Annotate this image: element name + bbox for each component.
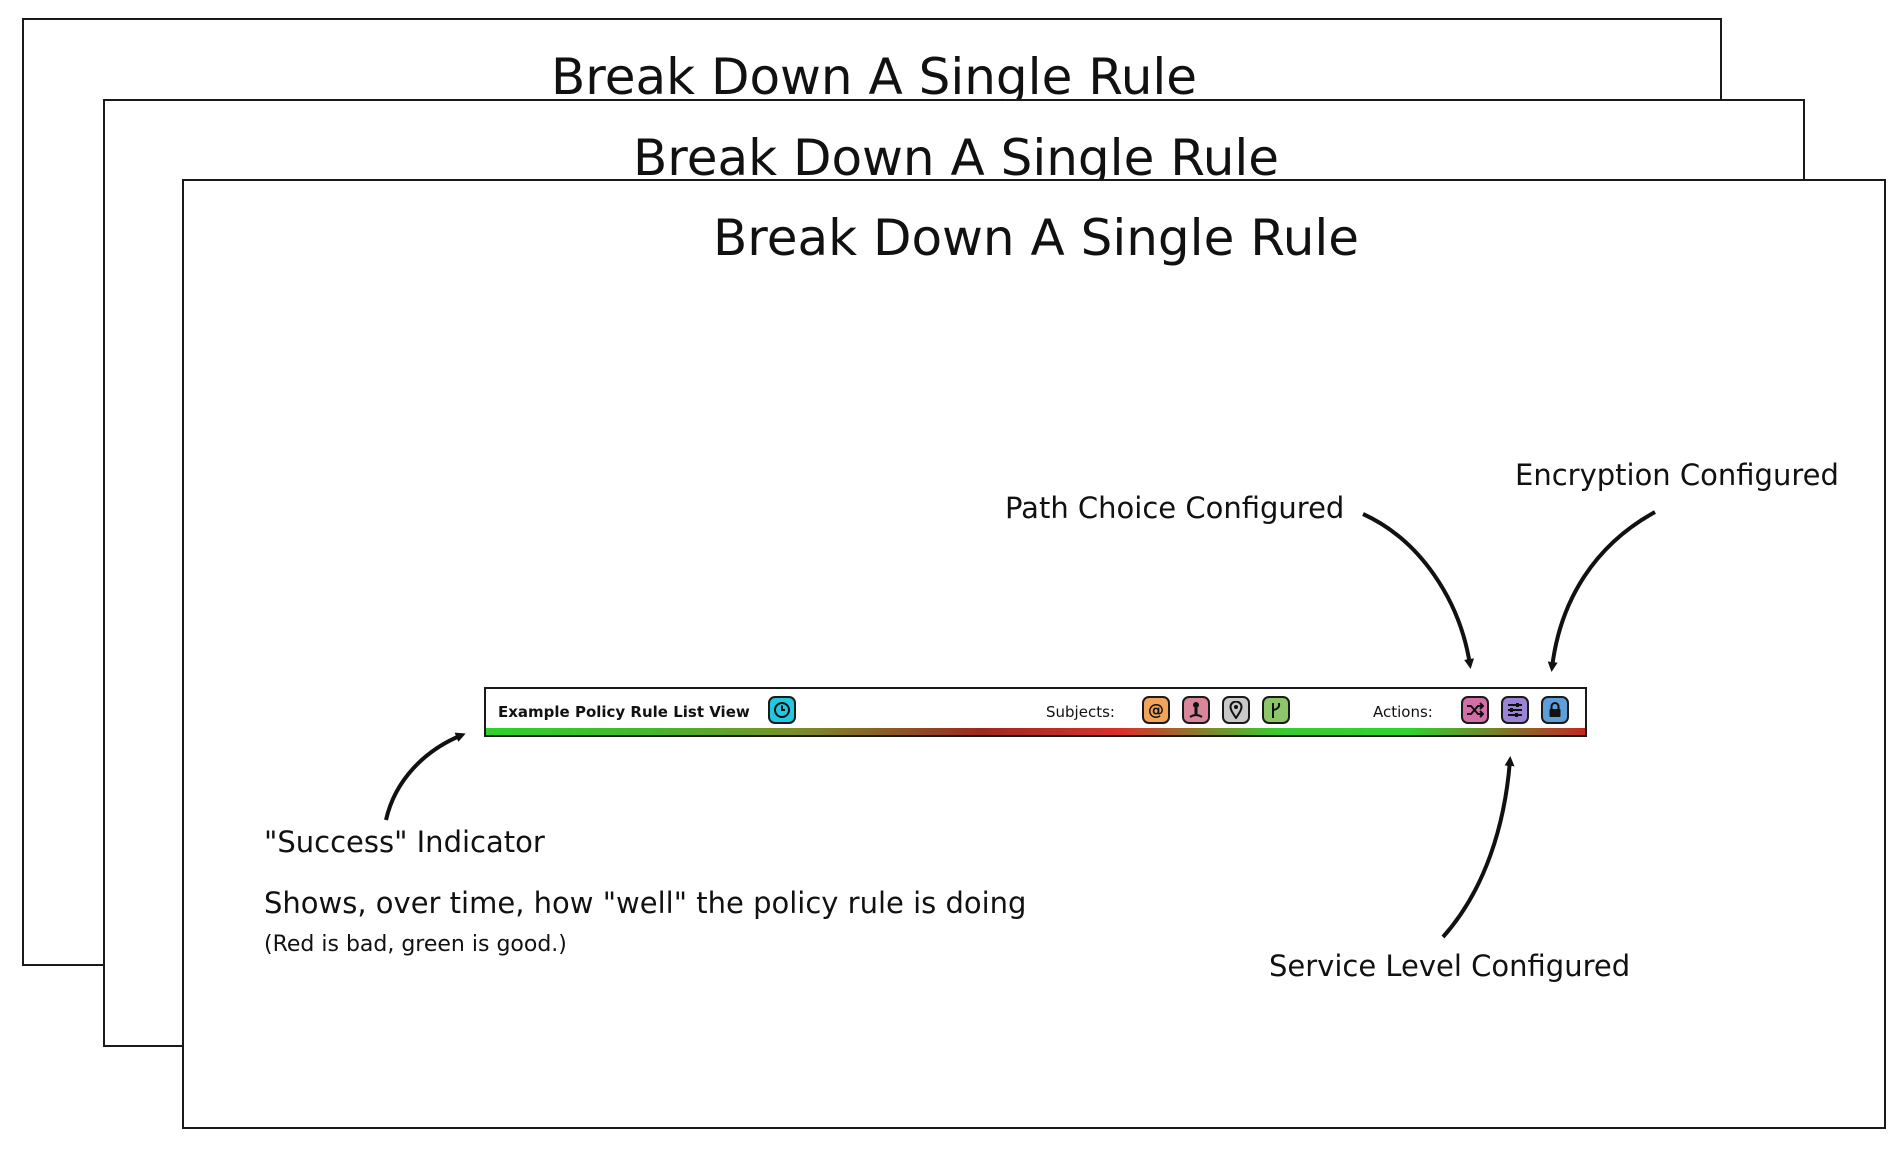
sliders-icon[interactable]: [1501, 696, 1529, 724]
success-note: (Red is bad, green is good.): [264, 932, 567, 957]
encryption-label: Encryption Configured: [1515, 458, 1839, 492]
at-sign-icon[interactable]: @: [1142, 696, 1170, 724]
success-indicator-label: "Success" Indicator: [264, 825, 545, 859]
policy-rule-bar[interactable]: Example Policy Rule List View Subjects: …: [484, 687, 1587, 737]
slide-title: Break Down A Single Rule: [632, 129, 1280, 187]
actions-label: Actions:: [1373, 703, 1433, 721]
success-indicator-strip: [486, 728, 1585, 735]
lock-icon[interactable]: [1541, 696, 1569, 724]
branch-icon[interactable]: [1262, 696, 1290, 724]
user-icon[interactable]: [1182, 696, 1210, 724]
shuffle-icon[interactable]: [1461, 696, 1489, 724]
slide-title: Break Down A Single Rule: [550, 48, 1198, 106]
slide-title: Break Down A Single Rule: [712, 209, 1360, 267]
path-choice-label: Path Choice Configured: [1005, 491, 1345, 525]
location-pin-icon[interactable]: [1222, 696, 1250, 724]
slide-front: Break Down A Single Rule Example Policy …: [182, 179, 1886, 1129]
rule-name: Example Policy Rule List View: [498, 703, 750, 721]
success-description: Shows, over time, how "well" the policy …: [264, 886, 1027, 920]
service-level-label: Service Level Configured: [1269, 949, 1631, 983]
subjects-label: Subjects:: [1046, 703, 1115, 721]
clock-icon[interactable]: [768, 696, 796, 724]
